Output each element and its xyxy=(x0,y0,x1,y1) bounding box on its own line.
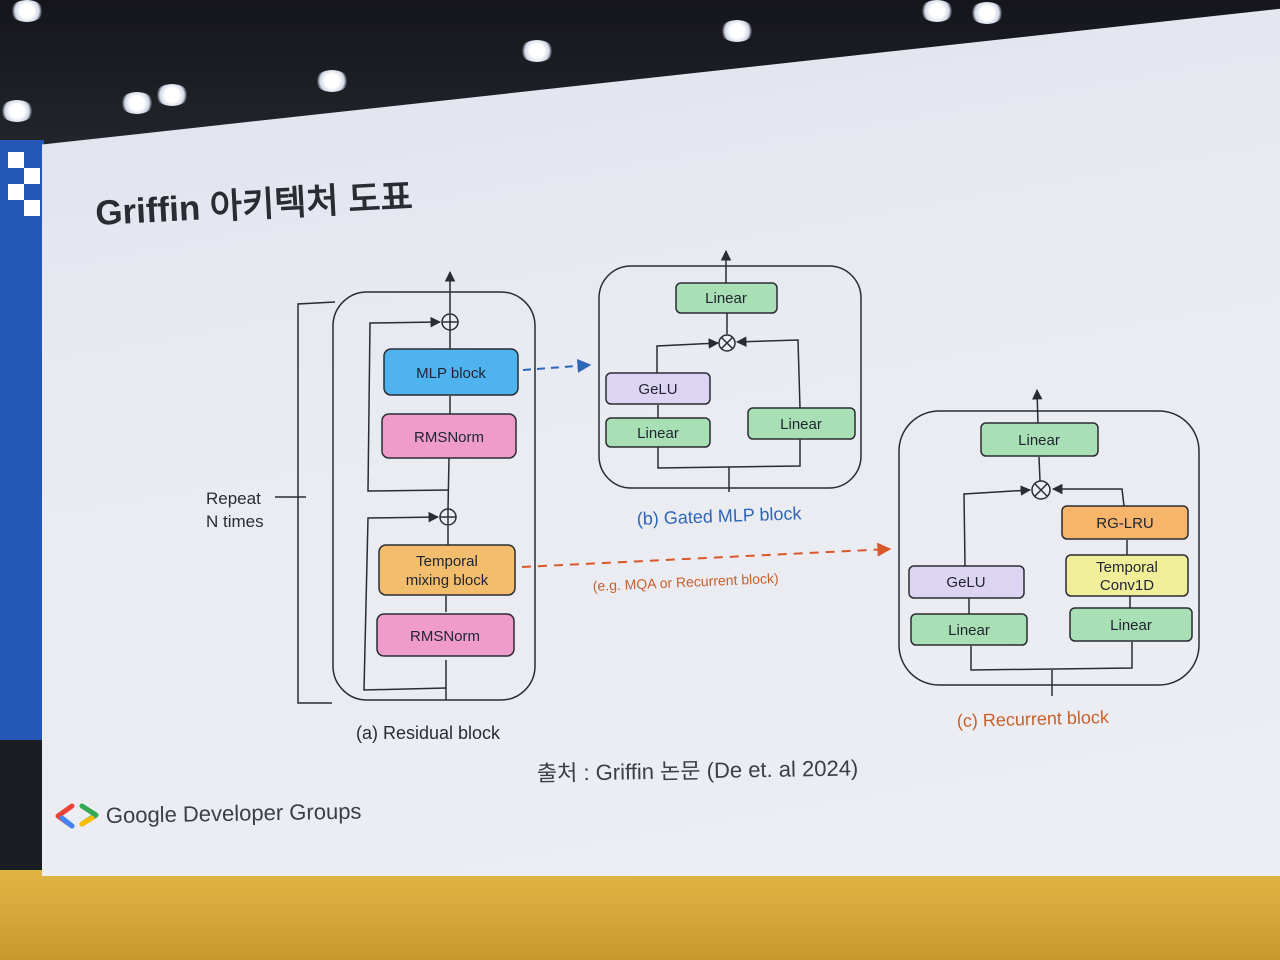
stage-light xyxy=(720,20,754,42)
rg-lru-label: RG-LRU xyxy=(1096,515,1154,532)
gated-mlp-gelu-box xyxy=(605,372,711,405)
rmsnorm-bottom-box xyxy=(376,613,515,657)
stage-light xyxy=(155,84,189,106)
gated-mlp-linear-top-box xyxy=(675,282,778,314)
gated-mlp-linear-right-label: Linear xyxy=(780,416,822,433)
residual-add-bottom xyxy=(439,508,457,526)
gated-mlp-gelu-label: GeLU xyxy=(638,381,677,398)
gated-mlp-block-diagram: Linear GeLU Linear Linear (b) Gated MLP … xyxy=(598,249,862,529)
stage-light xyxy=(0,100,34,122)
repeat-label-line1: Repeat xyxy=(206,489,261,508)
temporal-conv1d-box xyxy=(1065,554,1189,597)
stage-light xyxy=(970,2,1004,24)
source-citation: 출처 : Griffin 논문 (De et. al 2024) xyxy=(537,755,859,786)
mlp-block-label: MLP block xyxy=(416,365,486,382)
slide-title: Griffin 아키텍처 도표 xyxy=(94,177,413,233)
stage-wall xyxy=(0,870,1280,960)
temporal-conv1d-label-line1: Temporal xyxy=(1096,559,1158,576)
residual-block-diagram: Repeat N times MLP block RMSNorm xyxy=(206,270,536,743)
temporal-detail-arrow xyxy=(521,542,892,568)
recurrent-linear-right-box xyxy=(1069,607,1193,642)
gated-mlp-linear-top-label: Linear xyxy=(705,290,747,307)
rmsnorm-bottom-label: RMSNorm xyxy=(410,628,480,645)
gated-mlp-multiply-node xyxy=(718,334,736,352)
temporal-mixing-note: (e.g. MQA or Recurrent block) xyxy=(592,570,778,594)
stage-light xyxy=(10,0,44,22)
recurrent-container xyxy=(898,410,1200,686)
stage-light xyxy=(315,70,349,92)
temporal-conv1d-label-line2: Conv1D xyxy=(1100,577,1154,594)
stage-light xyxy=(120,92,154,114)
residual-add-top xyxy=(441,313,459,331)
recurrent-linear-top-box xyxy=(980,422,1099,457)
residual-block-caption: (a) Residual block xyxy=(356,723,501,743)
recurrent-gelu-box xyxy=(908,565,1025,599)
residual-container xyxy=(332,291,536,701)
rmsnorm-top-label: RMSNorm xyxy=(414,429,484,446)
recurrent-multiply-node xyxy=(1031,480,1051,500)
temporal-mixing-label-line1: Temporal xyxy=(416,553,478,570)
stage-light xyxy=(920,0,954,22)
temporal-mixing-box xyxy=(378,544,516,596)
repeat-label-line2: N times xyxy=(206,512,264,531)
recurrent-block-diagram: Linear RG-LRU Temporal Conv1D GeLU Linea… xyxy=(898,388,1200,731)
recurrent-linear-left-label: Linear xyxy=(948,622,990,639)
recurrent-gelu-label: GeLU xyxy=(946,574,985,591)
gated-mlp-caption: (b) Gated MLP block xyxy=(636,503,802,529)
gdg-brand-text: Google Developer Groups xyxy=(106,799,362,828)
mlp-detail-arrow xyxy=(522,358,592,373)
gated-mlp-linear-right-box xyxy=(747,407,856,440)
stage-light xyxy=(520,40,554,62)
gated-mlp-linear-left-box xyxy=(605,417,711,448)
recurrent-linear-right-label: Linear xyxy=(1110,617,1152,634)
repeat-bracket xyxy=(297,301,336,704)
mlp-block-box xyxy=(383,348,519,396)
rmsnorm-top-box xyxy=(381,413,517,459)
temporal-mixing-label-line2: mixing block xyxy=(406,572,489,589)
side-banner xyxy=(0,140,44,740)
recurrent-linear-left-box xyxy=(910,613,1028,646)
gdg-logo xyxy=(55,803,99,829)
gated-mlp-container xyxy=(598,265,862,489)
recurrent-linear-top-label: Linear xyxy=(1018,432,1060,449)
gated-mlp-linear-left-label: Linear xyxy=(637,425,679,442)
recurrent-block-caption: (c) Recurrent block xyxy=(957,707,1111,731)
rg-lru-box xyxy=(1061,505,1189,540)
